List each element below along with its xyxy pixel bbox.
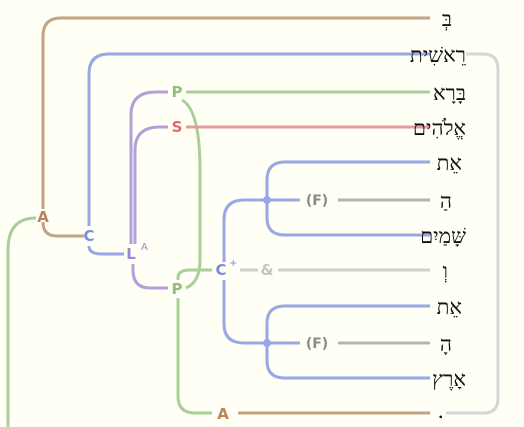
word-et-2: אֵת bbox=[437, 295, 462, 319]
edge-C-to-reshit bbox=[87, 52, 430, 226]
edge-conj1-to-shamayim bbox=[265, 200, 430, 237]
word-aretz: אָרֶץ bbox=[432, 367, 466, 391]
edge-P-to-A-bottom bbox=[176, 298, 212, 415]
node-P-top: P bbox=[172, 83, 183, 101]
node-C-outer: C bbox=[83, 227, 94, 245]
node-C-coord-sup: + bbox=[229, 258, 237, 269]
word-ha-2: הָ bbox=[440, 332, 452, 356]
edge-Cplus-to-conj1 bbox=[222, 198, 267, 262]
edge-L-to-S bbox=[133, 125, 168, 244]
edge-P-to-Cplus bbox=[176, 268, 212, 280]
edge-right-bracket bbox=[446, 52, 500, 415]
word-be: בְּ bbox=[442, 7, 452, 31]
node-A-outer: A bbox=[37, 208, 49, 226]
node-F1: (F) bbox=[306, 193, 328, 209]
conj1-junction bbox=[263, 196, 271, 204]
node-C-coord: C bbox=[215, 261, 226, 279]
edge-C-to-L bbox=[87, 245, 124, 256]
node-amp: & bbox=[260, 261, 273, 279]
edge-P-top-to-P-mid bbox=[181, 98, 202, 290]
node-F2: (F) bbox=[306, 336, 328, 352]
word-ha-1: הַ bbox=[440, 189, 452, 213]
node-A-bottom: A bbox=[217, 405, 229, 423]
edge-conj2-to-aretz bbox=[265, 343, 430, 380]
word-ve: וְ bbox=[443, 259, 448, 283]
edge-A-to-C bbox=[41, 221, 84, 238]
node-L: L bbox=[126, 245, 136, 263]
edge-L-to-P-top bbox=[129, 90, 168, 244]
edge-A-to-be bbox=[41, 16, 430, 209]
node-S: S bbox=[172, 118, 183, 136]
edge-root-to-A bbox=[6, 216, 37, 427]
word-elohim: אֱלֹהִים bbox=[413, 116, 466, 140]
conj2-junction bbox=[263, 339, 271, 347]
edge-L-to-P-mid bbox=[131, 264, 168, 290]
word-shamayim: שָּׁמַיִם bbox=[420, 224, 466, 248]
node-P-mid: P bbox=[172, 280, 183, 298]
edge-conj1-to-et bbox=[265, 160, 430, 200]
word-reshit: רֵאשִׁית bbox=[410, 43, 466, 67]
word-bara: בָּרָא bbox=[433, 81, 466, 105]
edge-conj2-to-et bbox=[265, 304, 430, 343]
word-period: . bbox=[437, 399, 444, 423]
edge-Cplus-to-conj2 bbox=[222, 280, 267, 345]
word-et-1: אֵת bbox=[437, 151, 462, 175]
node-L-sup: A bbox=[141, 242, 148, 253]
